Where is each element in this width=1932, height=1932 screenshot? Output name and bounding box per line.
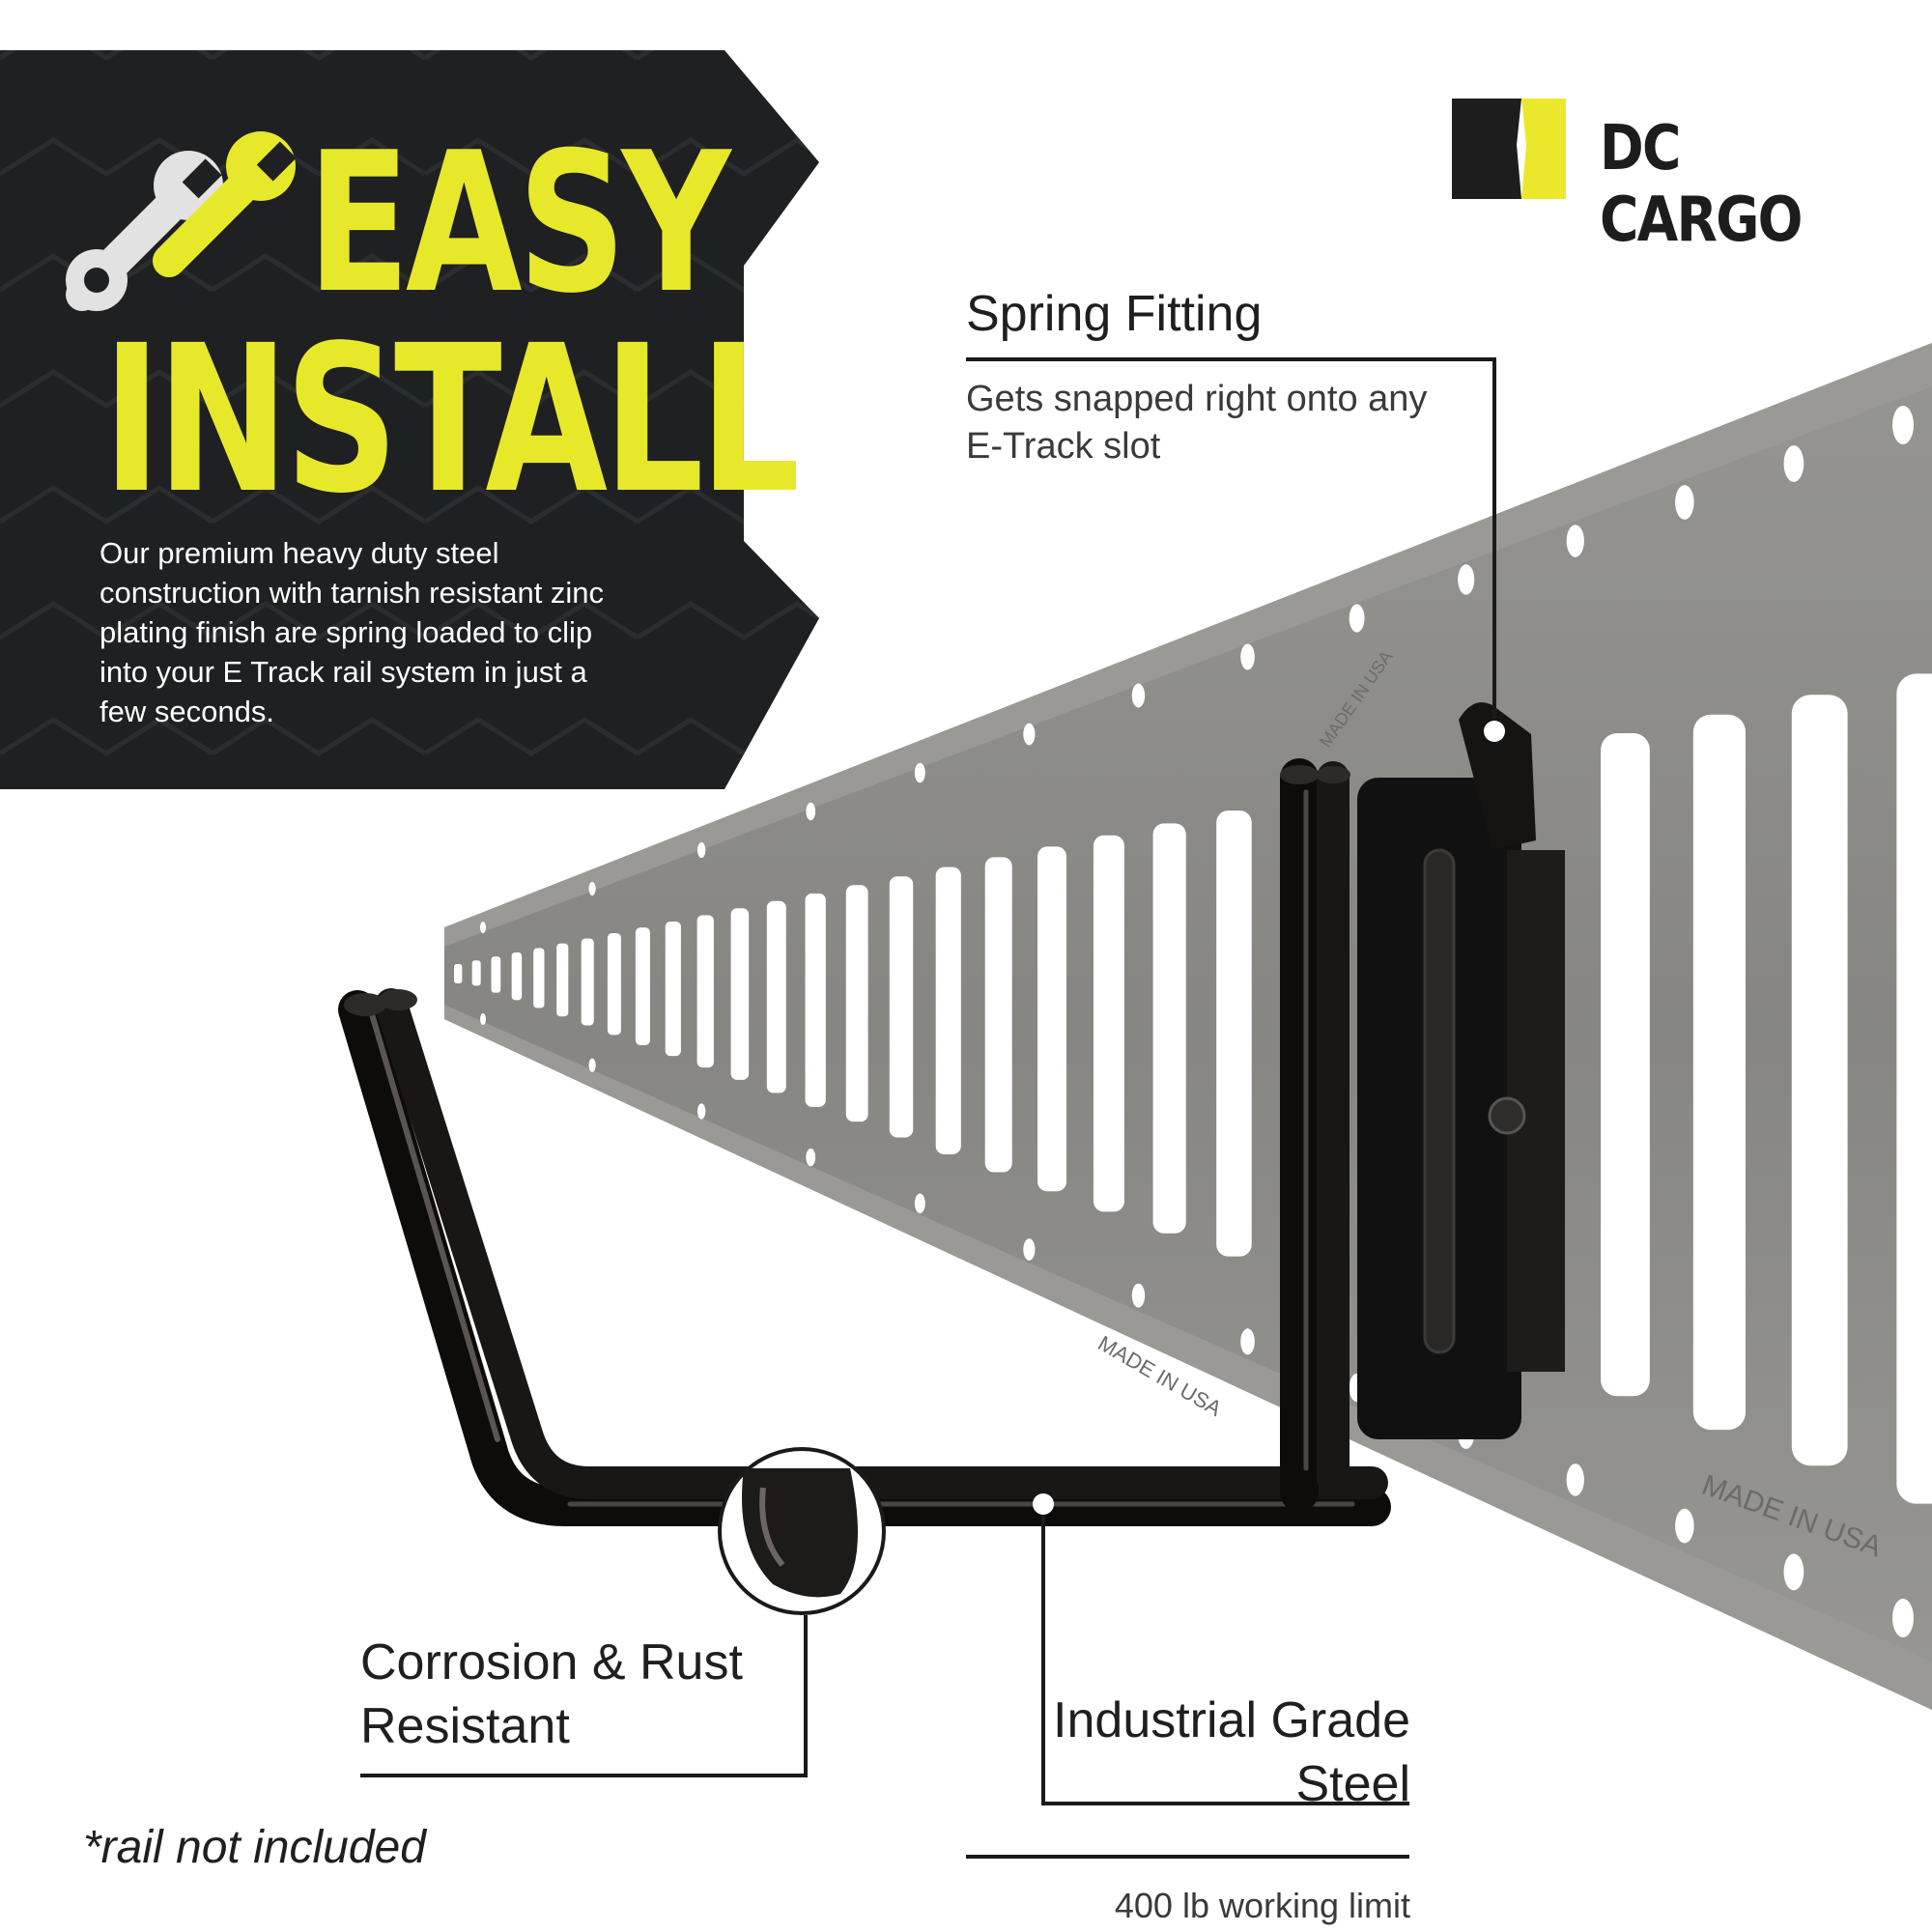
rail-hole (480, 922, 486, 933)
rail-hole (480, 1013, 486, 1025)
wrench-icon (66, 131, 297, 311)
rail-hole (1131, 683, 1146, 708)
rail-slot (845, 885, 868, 1122)
rail-hole (1240, 643, 1255, 670)
callout-dots (1033, 721, 1505, 1515)
rail-hole (1458, 564, 1475, 595)
spring-fitting-description: Gets snapped right onto any E-Track slot (966, 379, 1428, 467)
rail-hole (1566, 525, 1584, 557)
rail-slot (889, 876, 914, 1138)
spring-fitting-title: Spring Fitting (966, 286, 1263, 342)
steel-title: Industrial Grade Steel (1053, 1692, 1410, 1812)
rail-slot (730, 908, 750, 1080)
banner-body-text: Our premium heavy duty steel constructio… (99, 536, 605, 728)
rail-hole (1131, 1283, 1146, 1308)
corrosion-title: Corrosion & Rust Resistant (360, 1634, 743, 1754)
headline-easy: EASY (307, 111, 731, 336)
rail-hole (1892, 1599, 1914, 1637)
spring-fitting (1357, 702, 1565, 1439)
rail-hole (914, 1193, 925, 1214)
rail-slot (607, 932, 621, 1036)
rail-hole (1023, 1238, 1036, 1261)
rail-hole (1783, 445, 1804, 482)
rail-hole (696, 841, 706, 859)
rail-slot (491, 956, 501, 993)
rail-slot (1896, 673, 1932, 1504)
rail-hole (1023, 723, 1036, 746)
rail-slot (581, 938, 594, 1026)
headline-install: INSTALL (102, 301, 800, 538)
rail-slot (1692, 714, 1747, 1431)
rail-hole (806, 802, 816, 821)
rail-slot (696, 915, 714, 1068)
rail-slot (1791, 695, 1848, 1466)
dc-cargo-logo (1452, 99, 1566, 199)
e-track-hook (338, 758, 1391, 1526)
rail-hole (1675, 485, 1694, 520)
rail-slot (1601, 733, 1650, 1397)
rail-hole (696, 1103, 706, 1120)
callout-lines (360, 357, 1496, 1859)
rail-slot (1093, 835, 1124, 1212)
rail-slot (935, 867, 961, 1154)
rail-slot (471, 960, 481, 986)
steel-detail-magnifier (718, 1447, 886, 1615)
rail-hole (1892, 406, 1914, 444)
rail-hole (1783, 1553, 1804, 1591)
rail-hole (1349, 604, 1365, 633)
rail-slot (805, 893, 826, 1107)
rail-hole (588, 881, 596, 896)
rail-slot (556, 943, 569, 1017)
rail-hole (1240, 1328, 1255, 1355)
brand-name: DC CARGO (1600, 113, 1803, 256)
rail-hole (1566, 1463, 1584, 1496)
rail-slot (533, 948, 545, 1009)
rail-hole (1675, 1508, 1694, 1544)
rail-hole (914, 762, 925, 783)
rail-slot (766, 900, 786, 1094)
rail-slot (1216, 810, 1252, 1257)
rail-hole (588, 1058, 596, 1072)
rail-hole (806, 1148, 816, 1167)
rail-slot (1152, 823, 1186, 1234)
rail-holes (480, 406, 1914, 1637)
footnote: *rail not included (83, 1822, 426, 1873)
rail-slot (511, 952, 523, 1001)
rail-slot (1037, 846, 1066, 1192)
rail-slot (635, 927, 650, 1045)
rail-slot (665, 921, 681, 1057)
rail-slot (984, 857, 1012, 1173)
steel-description: 400 lb working limit (1114, 1886, 1410, 1925)
rail-slot (454, 963, 463, 983)
